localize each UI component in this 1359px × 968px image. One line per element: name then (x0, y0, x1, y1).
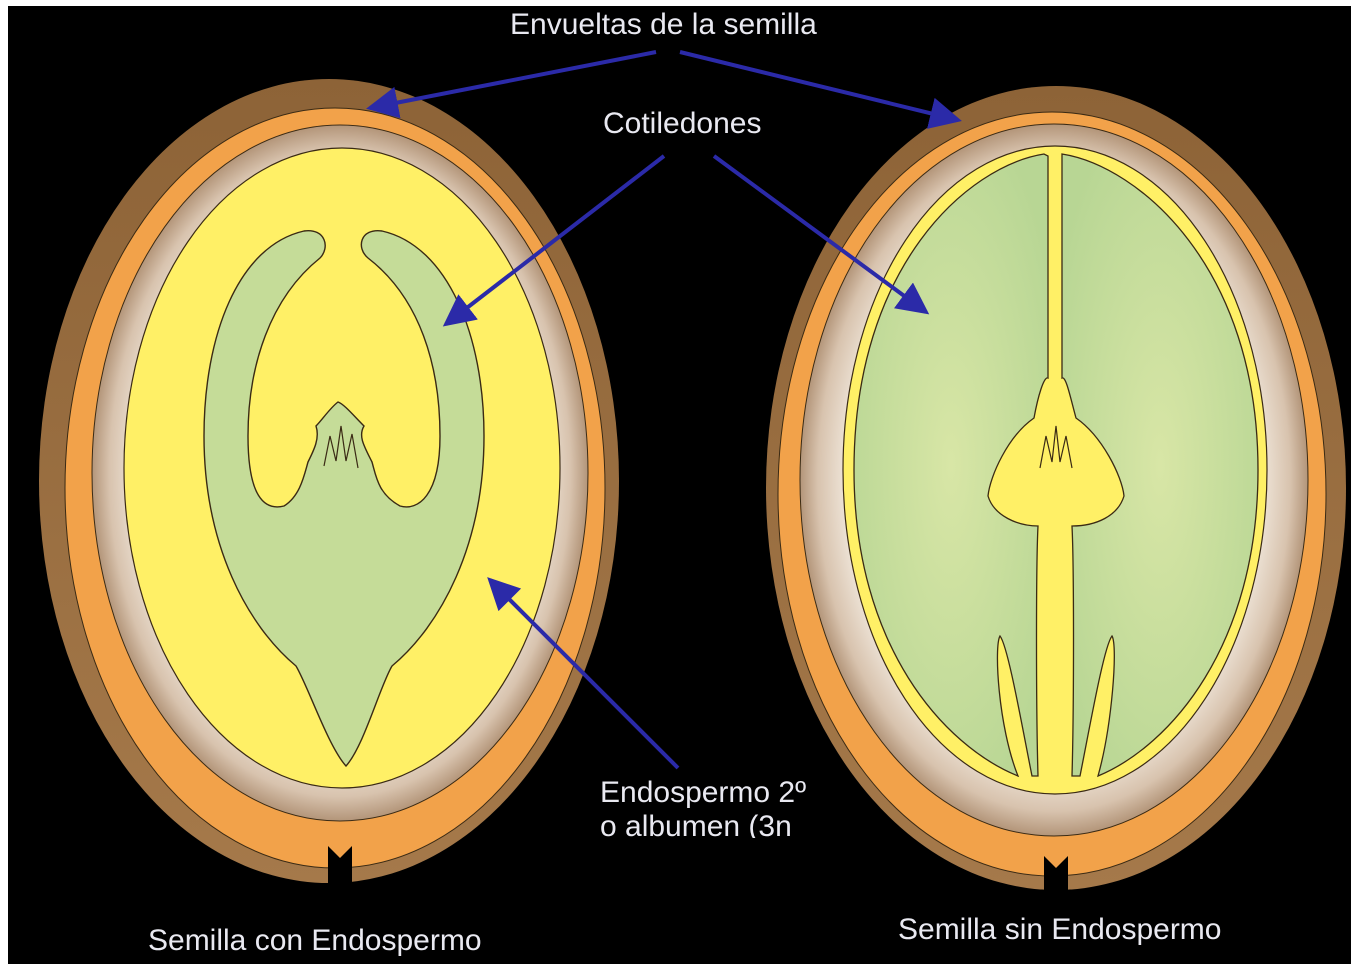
cotyledons-label: Cotiledones (603, 107, 761, 141)
seed-coats-label: Envueltas de la semilla (510, 8, 817, 42)
endosperm-label-line2: o albumen (3n (600, 810, 830, 838)
seed-without-endosperm-caption: Semilla sin Endospermo (898, 913, 1221, 947)
seed-with-endosperm-caption: Semilla con Endospermo (148, 924, 482, 958)
diagram-canvas: Envueltas de la semilla Cotiledones Endo… (8, 6, 1351, 964)
endosperm-label: Endospermo 2º o albumen (3n (600, 776, 830, 838)
arrow-seedcoat-left (370, 52, 656, 108)
seed-without-endosperm (766, 86, 1346, 892)
seed-with-endosperm (39, 79, 619, 886)
endosperm-label-line1: Endospermo 2º (600, 776, 830, 810)
